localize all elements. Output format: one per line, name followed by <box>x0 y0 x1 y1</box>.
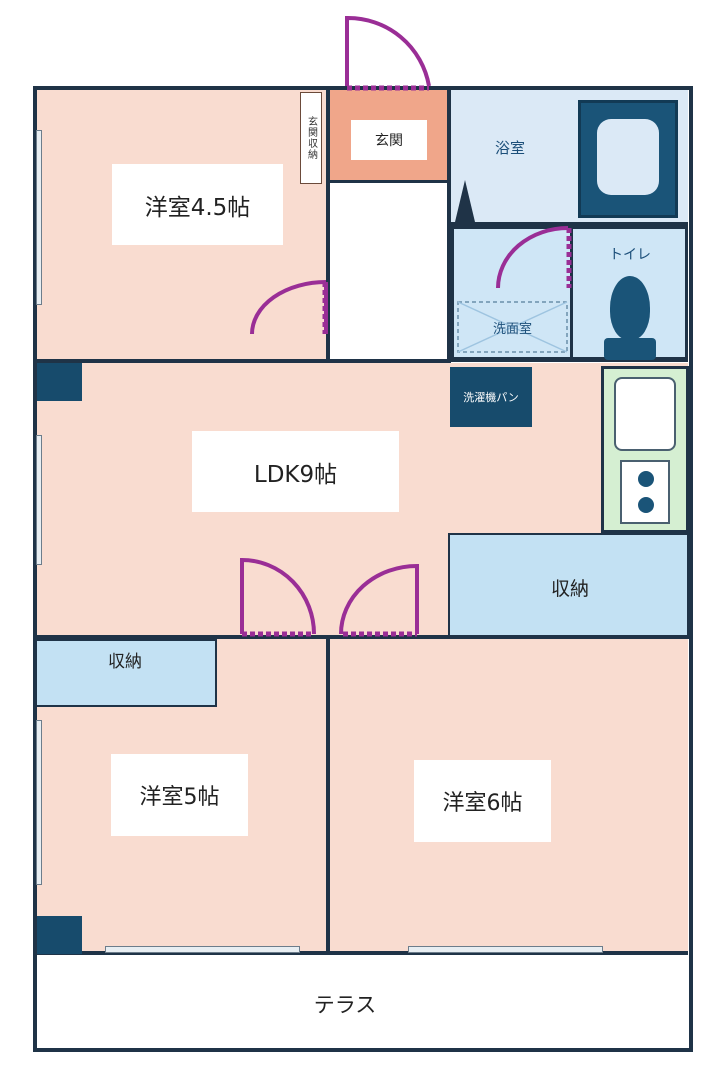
wall-v-upper-mid <box>447 90 451 360</box>
toilet-bowl-icon <box>610 276 650 340</box>
burner-icon <box>638 471 654 487</box>
label-terrace: テラス <box>313 993 377 1017</box>
label-entrance-storage: 玄関収納 <box>305 116 317 160</box>
wall-entrance-bottom <box>330 180 448 183</box>
label-western-45: 洋室4.5帖 <box>112 164 283 245</box>
terrace-floor <box>37 955 688 1048</box>
wall-v-lower <box>326 639 330 954</box>
wall-v-upper-left <box>326 90 330 360</box>
sliding-door-terrace-right <box>408 946 603 953</box>
label-storage-left: 収納 <box>108 651 142 672</box>
hallway-floor <box>330 183 448 360</box>
door-western-45[interactable] <box>250 280 328 335</box>
washbasin-x-icon <box>457 301 568 353</box>
label-western-5: 洋室5帖 <box>111 754 248 836</box>
label-entrance: 玄関 <box>351 120 427 160</box>
label-toilet: トイレ <box>609 247 651 263</box>
burner-icon <box>638 497 654 513</box>
toilet-tank-icon <box>604 338 656 360</box>
kitchen-sink-icon <box>614 377 676 451</box>
entrance-door[interactable] <box>345 15 431 91</box>
door-washroom[interactable] <box>496 226 572 289</box>
sliding-door-terrace-left <box>105 946 300 953</box>
storage-right-floor <box>448 533 689 639</box>
bathtub-basin <box>597 119 659 195</box>
storage-left-floor <box>37 639 217 707</box>
pillar-top-left <box>37 363 82 401</box>
label-ldk: LDK9帖 <box>192 431 399 512</box>
wall-h-middle <box>37 635 688 639</box>
label-western-6: 洋室6帖 <box>414 760 551 842</box>
window-left-2 <box>36 435 42 565</box>
label-storage-right: 収納 <box>550 577 589 600</box>
washroom-floor <box>451 226 573 360</box>
washer-pan <box>450 367 532 427</box>
stove-icon <box>620 460 670 524</box>
label-washer-pan: 洗濯機パン <box>463 391 519 404</box>
wall-h-bath <box>451 222 688 226</box>
label-bath: 浴室 <box>494 138 525 157</box>
window-left-1 <box>36 130 42 305</box>
bathtub-icon <box>578 100 678 218</box>
wall-h-upper-right <box>451 358 688 362</box>
wall-h-upper <box>37 359 451 363</box>
door-western-5[interactable] <box>240 557 316 637</box>
label-washroom: 洗面室 <box>492 321 532 337</box>
pillar-bottom-left <box>37 916 82 954</box>
door-western-6[interactable] <box>339 563 419 637</box>
wall-h-lower <box>37 951 688 955</box>
entrance-storage <box>300 92 322 184</box>
drain-triangle-icon <box>455 180 475 222</box>
window-left-3 <box>36 720 42 885</box>
